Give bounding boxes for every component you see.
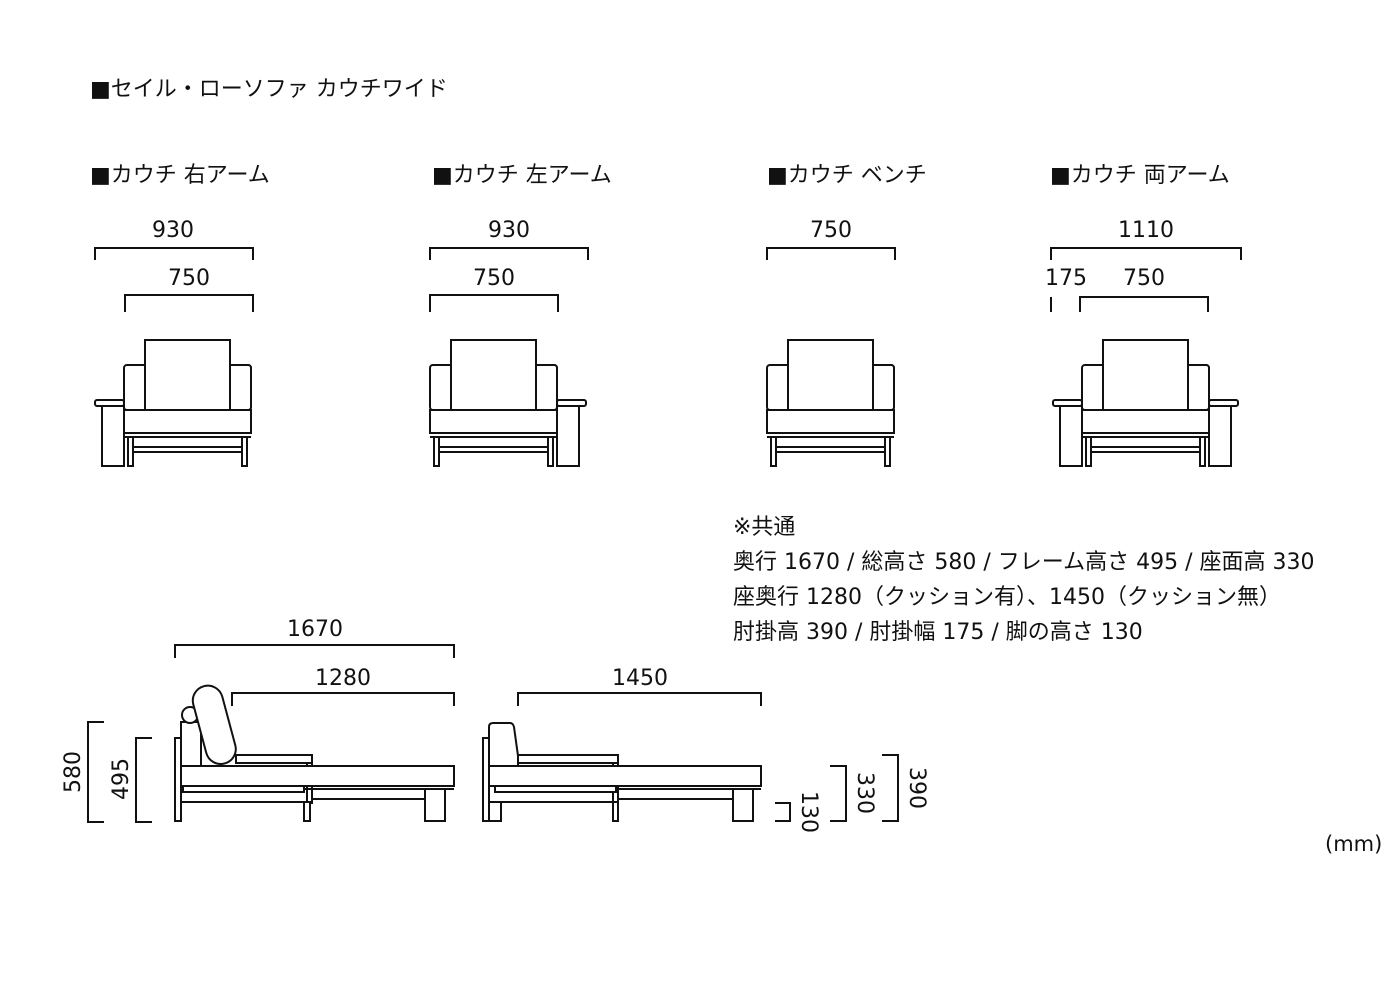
sofa-front-view (766, 339, 895, 467)
dim-line (124, 294, 254, 312)
dim-line (1050, 247, 1242, 260)
common-specs-note: ※共通 奥行 1670 / 総高さ 580 / フレーム高さ 495 / 座面高… (733, 510, 1314, 650)
dim-line (429, 247, 589, 260)
dim-seat-depth-no-cushion: 1450 (612, 666, 668, 691)
dim-line (429, 294, 559, 312)
dim-total-height: 580 (61, 751, 86, 793)
note-line: 奥行 1670 / 総高さ 580 / フレーム高さ 495 / 座面高 330 (733, 550, 1315, 575)
dim-width: 750 (810, 218, 852, 243)
unit-label: (mm) (1325, 832, 1383, 856)
page-title: ■セイル・ローソファ カウチワイド (90, 77, 448, 102)
dim-total-depth: 1670 (287, 617, 343, 642)
dim-leg-height: 130 (796, 791, 821, 833)
side-view-with-cushion: 1670 1280 580 495 (61, 617, 455, 823)
dim-frame-height: 495 (109, 758, 134, 800)
variant-right-arm: ■カウチ 右アーム 930 750 (90, 163, 270, 467)
dim-line (1050, 296, 1209, 312)
note-line: 肘掛高 390 / 肘掛幅 175 / 脚の高さ 130 (733, 620, 1143, 645)
sofa-front-view (1052, 339, 1239, 467)
note-heading: ※共通 (733, 515, 796, 540)
dim-line (94, 247, 254, 260)
dim-arm-height: 390 (904, 767, 929, 809)
variant-label: ■カウチ ベンチ (767, 163, 927, 188)
dim-seat-width: 750 (1123, 266, 1165, 291)
dim-line (766, 247, 896, 260)
variant-label: ■カウチ 右アーム (90, 163, 270, 188)
dim-arm-width: 175 (1045, 266, 1087, 291)
variant-left-arm: ■カウチ 左アーム 930 750 (429, 163, 612, 467)
dim-seat-height: 330 (852, 772, 877, 814)
dim-seat-width: 750 (473, 266, 515, 291)
dim-seat-depth-cushion: 1280 (315, 666, 371, 691)
variant-bench: ■カウチ ベンチ 750 (766, 163, 927, 467)
sofa-front-view (94, 339, 252, 467)
dim-width: 1110 (1118, 218, 1174, 243)
variant-label: ■カウチ 両アーム (1050, 163, 1230, 188)
dim-width: 930 (152, 218, 194, 243)
note-line: 座奥行 1280（クッション有）、1450（クッション無） (733, 585, 1281, 610)
variant-both-arms: ■カウチ 両アーム 1110 175 750 (1045, 163, 1242, 467)
sofa-front-view (429, 339, 587, 467)
dim-width: 930 (488, 218, 530, 243)
dim-seat-width: 750 (168, 266, 210, 291)
variant-label: ■カウチ 左アーム (432, 163, 612, 188)
side-view-without-cushion: 1450 130 330 390 (482, 666, 929, 833)
